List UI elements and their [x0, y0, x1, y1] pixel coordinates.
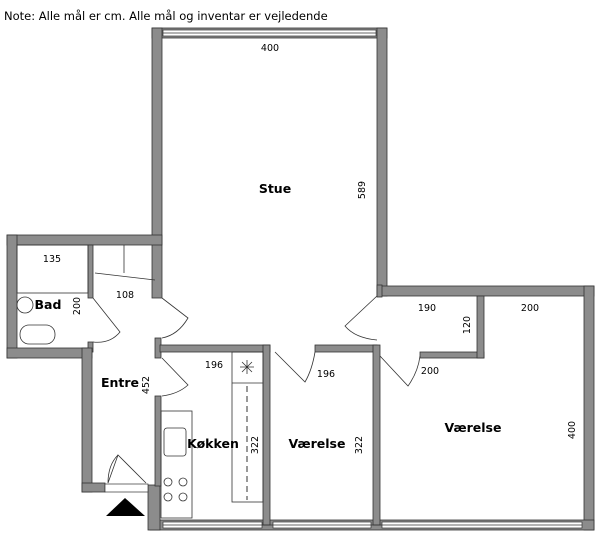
dimension-label: 452	[141, 376, 152, 394]
sink-icon	[16, 296, 34, 314]
dimension-label: Køkken	[187, 436, 239, 451]
kitchen-counter	[160, 410, 193, 519]
dimension-label: 120	[462, 316, 473, 334]
plan-note: Note: Alle mål er cm. Alle mål og invent…	[4, 9, 328, 23]
dimension-label: Værelse	[289, 436, 346, 451]
dimension-label: 200	[421, 366, 439, 377]
kitchen-sink-icon	[163, 427, 187, 457]
dimension-label: 400	[261, 43, 279, 54]
dimension-label: 196	[205, 360, 223, 371]
dimension-label: Bad	[35, 297, 62, 312]
windows	[104, 29, 583, 529]
dimension-label: 190	[418, 303, 436, 314]
wardrobe	[231, 351, 264, 503]
dimension-label: 589	[357, 181, 368, 199]
bathtub	[16, 244, 89, 294]
lamp-icon	[240, 360, 254, 374]
fixtures	[16, 244, 264, 519]
room-label-stue: Stue	[259, 181, 291, 196]
dimension-label: 135	[43, 254, 61, 265]
dimension-label: 322	[354, 436, 365, 454]
dimension-label: Entre	[101, 375, 139, 390]
dimension-label: 400	[567, 421, 578, 439]
dimension-label: 322	[250, 436, 261, 454]
dimension-label: Værelse	[445, 420, 502, 435]
dimension-label: 200	[521, 303, 539, 314]
labels: Stue 400 589 Bad 135 200 Entre 108 452 K…	[35, 43, 578, 454]
dimension-label: 200	[72, 297, 83, 315]
entrance-arrow-icon	[106, 498, 145, 516]
walls	[6, 27, 595, 531]
doors	[92, 245, 421, 484]
dimension-label: 196	[317, 369, 335, 380]
dimension-label: 108	[116, 290, 134, 301]
toilet-icon	[19, 324, 56, 345]
